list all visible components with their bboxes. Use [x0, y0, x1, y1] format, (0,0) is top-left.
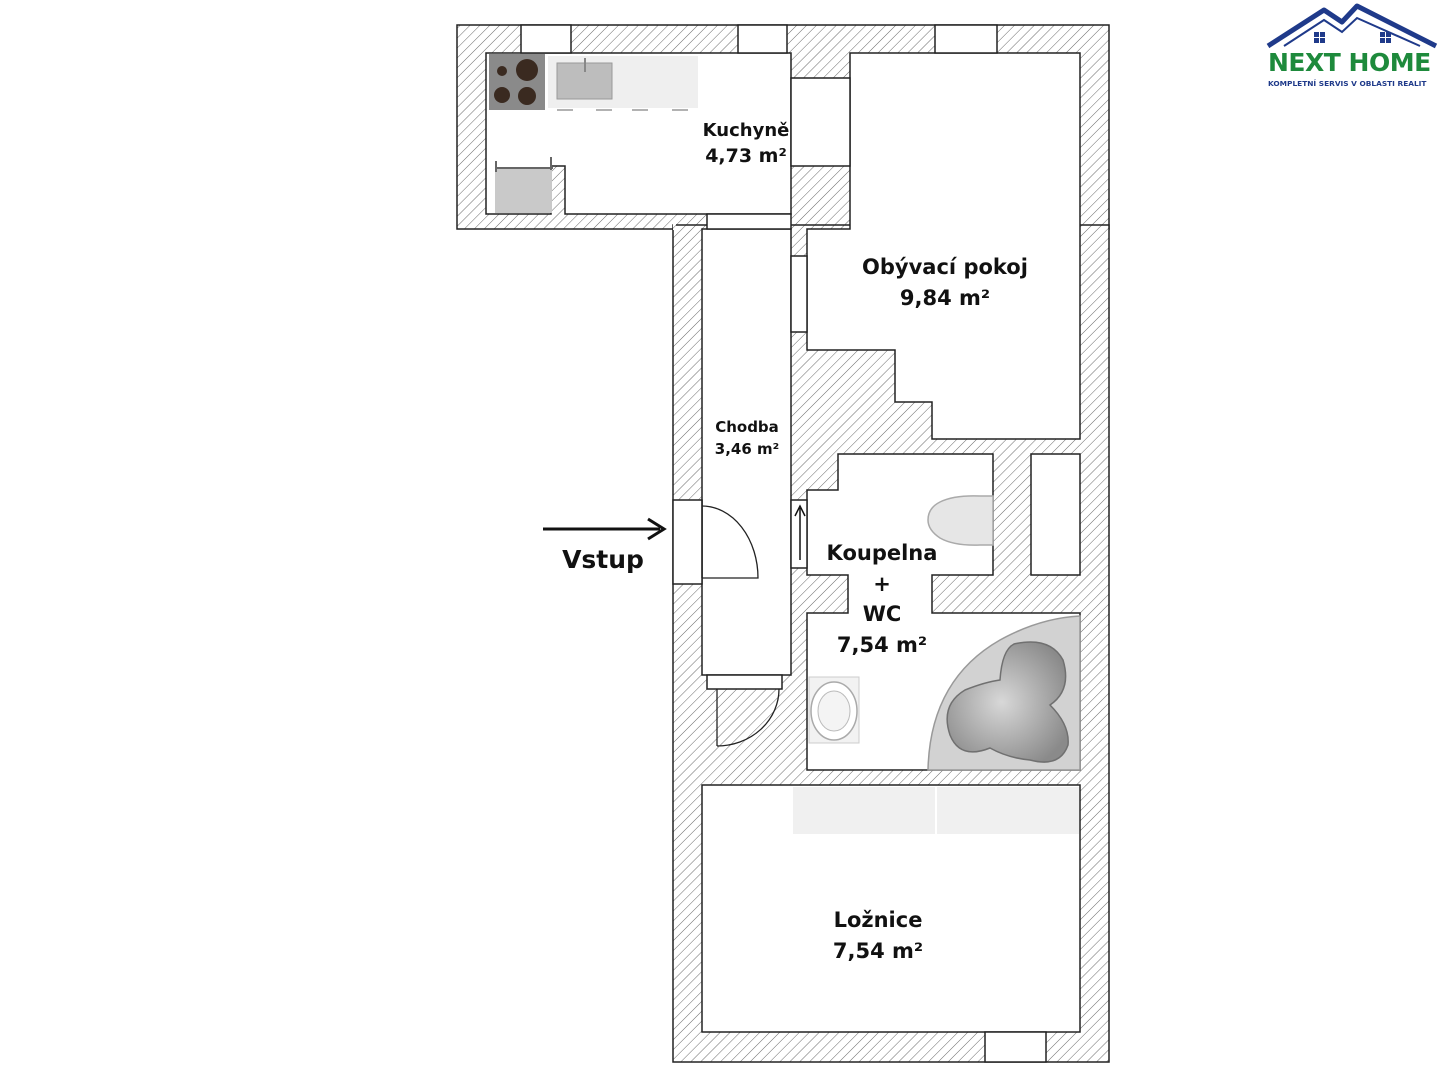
living-room-floor: [806, 52, 1081, 440]
wardrobe: [793, 787, 1079, 834]
corridor-area: 3,46 m²: [715, 440, 779, 458]
bathroom-wc: WC: [863, 602, 902, 626]
bathroom-arrow: [794, 504, 806, 560]
kitchen-doorway: [790, 77, 851, 167]
doors: [701, 500, 780, 747]
entrance-doorway: [672, 499, 703, 585]
kitchen-name: Kuchyně: [703, 120, 790, 141]
bedroom-area: 7,54 m²: [833, 939, 923, 963]
bathroom-plus: +: [873, 572, 891, 596]
living-area: 9,84 m²: [900, 286, 990, 310]
corridor-living-doorway: [790, 255, 808, 333]
kitchen-area: 4,73 m²: [705, 145, 787, 167]
corridor-bath-doorway: [790, 499, 808, 569]
entrance-door-swing: [701, 505, 759, 579]
entrance-arrow: [543, 517, 667, 541]
fridge: [495, 168, 552, 213]
window-kitchen-1: [520, 24, 572, 54]
entrance-label: Vstup: [562, 545, 644, 574]
openings: [520, 24, 1081, 1063]
brand-tagline: KOMPLETNÍ SERVIS V OBLASTI REALIT: [1268, 79, 1427, 88]
brand-name: NEXT HOME: [1268, 48, 1431, 77]
window-kitchen-2: [737, 24, 788, 54]
bathroom-fixtures: [808, 495, 1081, 771]
living-name: Obývací pokoj: [862, 255, 1028, 279]
corridor-kitchen-doorway: [706, 213, 792, 230]
window-bedroom: [984, 1031, 1047, 1063]
corridor-floor: [701, 228, 792, 676]
corridor-bedroom-doorway: [706, 674, 783, 690]
stove: [489, 54, 545, 110]
niche: [1030, 453, 1081, 576]
house-logo-icon: [1266, 3, 1438, 49]
bathroom-area: 7,54 m²: [837, 633, 927, 657]
kitchen-fixtures: [489, 54, 698, 213]
toilet: [927, 495, 994, 546]
corridor-name: Chodba: [715, 418, 779, 436]
window-living: [934, 24, 998, 54]
bedroom-name: Ložnice: [834, 908, 923, 932]
bathroom-name: Koupelna: [827, 541, 938, 565]
bedroom-door-swing: [716, 688, 780, 747]
labels: Vstup Kuchyně 4,73 m² Obývací pokoj 9,84…: [562, 120, 1028, 963]
